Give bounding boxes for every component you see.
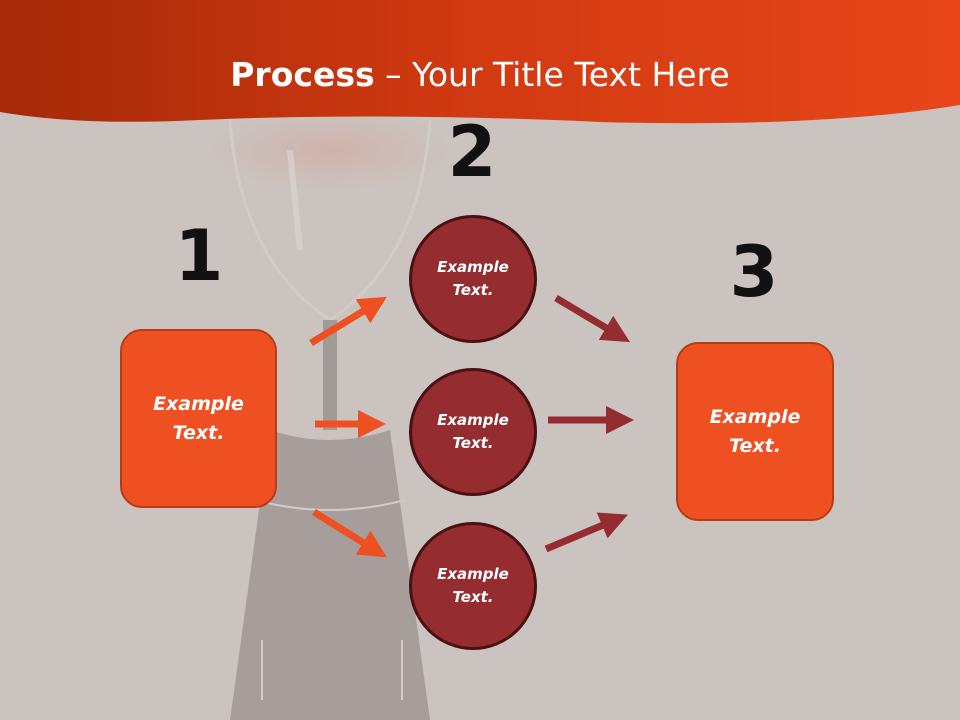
title-bold: Process — [230, 55, 375, 94]
step-3-box: Example Text. — [676, 342, 834, 521]
arrow-2c-to-3 — [544, 512, 628, 553]
step-2-circle-2-text: Example Text. — [437, 411, 509, 452]
glass-silhouette — [210, 110, 450, 720]
title-rest: – Your Title Text Here — [374, 55, 730, 94]
arrow-1-to-2a — [309, 296, 387, 346]
step-1-text: Example Text. — [153, 392, 244, 444]
step-3-text: Example Text. — [709, 405, 801, 457]
step-2-number: 2 — [447, 111, 497, 193]
slide-title: Process – Your Title Text Here — [0, 50, 960, 100]
step-3-number: 3 — [729, 231, 779, 313]
step-2-circle-3-text: Example Text. — [437, 565, 509, 606]
step-2-circle-3: Example Text. — [409, 522, 537, 650]
step-2-circle-2: Example Text. — [409, 368, 537, 496]
step-1-number: 1 — [174, 215, 224, 297]
step-2-circle-1: Example Text. — [409, 215, 537, 343]
arrow-1-to-2c — [312, 509, 387, 558]
arrow-2a-to-3 — [554, 294, 631, 343]
step-2-circle-1-text: Example Text. — [437, 258, 509, 299]
header-band — [0, 0, 960, 124]
step-1-box: Example Text. — [120, 329, 277, 508]
